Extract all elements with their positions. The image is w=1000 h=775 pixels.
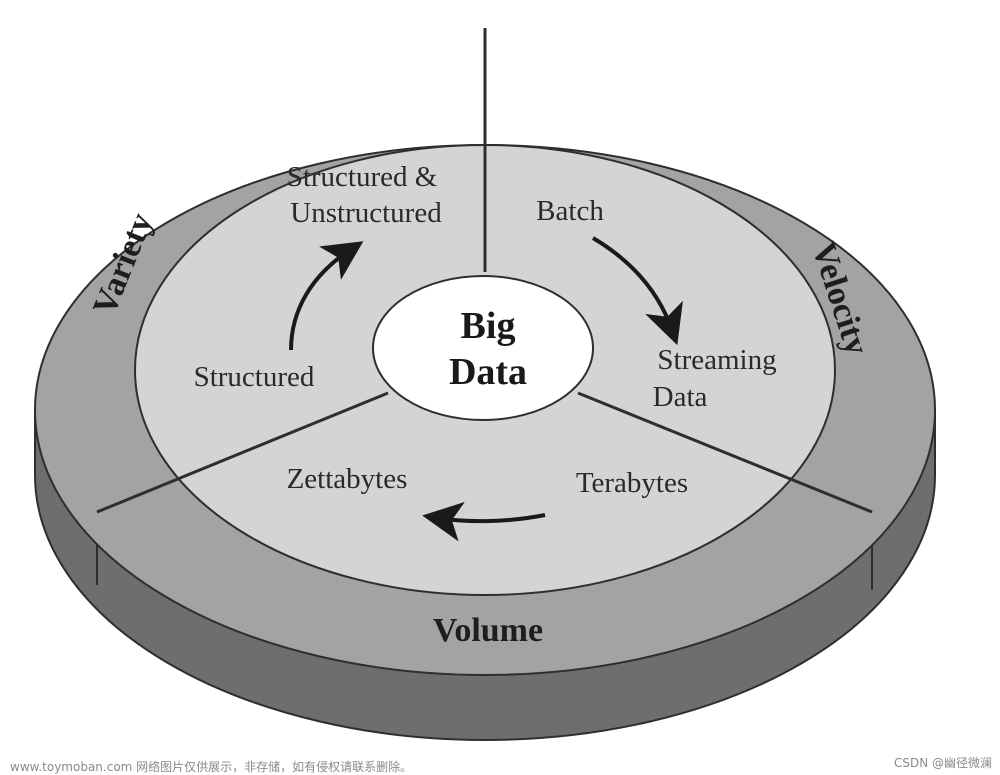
- watermark-right: CSDN @幽径微澜: [893, 756, 992, 770]
- variety-to-line2: Unstructured: [290, 197, 442, 229]
- divider-right: [577, 391, 873, 514]
- center-disk: [372, 275, 594, 421]
- velocity-to-line1: Streaming: [657, 344, 776, 376]
- variety-to-line1: Structured &: [287, 161, 438, 193]
- divider-left: [96, 391, 389, 514]
- variety-arrow: [289, 241, 364, 351]
- velocity-arrow: [591, 236, 683, 346]
- variety-from: Structured: [194, 361, 315, 393]
- center-label-line1: Big: [461, 305, 516, 347]
- watermark-left: www.toymoban.com 网络图片仅供展示，非存储，如有侵权请联系删除。: [10, 760, 413, 774]
- center-label-line2: Data: [449, 351, 527, 393]
- volume-arrow: [422, 501, 546, 542]
- dimension-label-volume: Volume: [433, 612, 543, 649]
- velocity-from: Batch: [536, 195, 604, 227]
- velocity-to-line2: Data: [653, 381, 708, 413]
- volume-to: Zettabytes: [287, 463, 408, 495]
- volume-from: Terabytes: [576, 467, 688, 499]
